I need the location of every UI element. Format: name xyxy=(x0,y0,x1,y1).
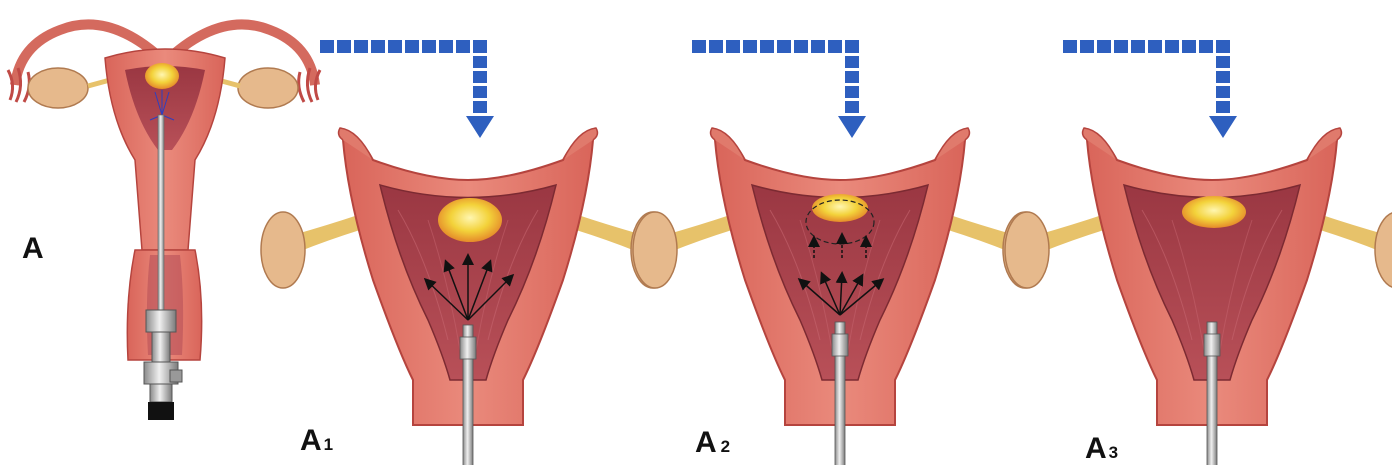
panel-a3 xyxy=(1005,128,1392,465)
panel-a-label: A xyxy=(22,232,44,265)
lesion xyxy=(1182,196,1246,228)
lesion xyxy=(438,198,502,242)
process-arrow-1 xyxy=(320,40,494,138)
panel-a2 xyxy=(633,128,1047,465)
process-arrow-2 xyxy=(692,40,866,138)
panel-a1 xyxy=(261,128,675,465)
process-arrow-3 xyxy=(1063,40,1237,138)
lesion xyxy=(812,194,868,222)
